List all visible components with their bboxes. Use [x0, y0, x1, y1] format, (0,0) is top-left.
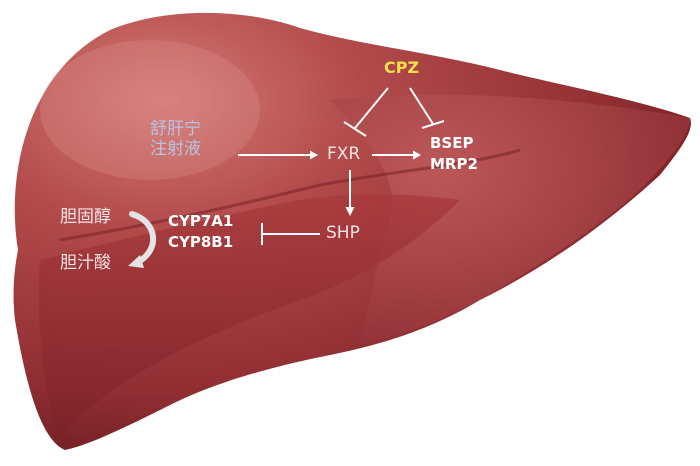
enzyme-labels: CYP7A1 CYP8B1 [168, 211, 233, 253]
product-label: 胆汁酸 [60, 253, 111, 273]
conversion-arrowhead [128, 255, 144, 268]
inhibit-cpz-fxr-bar [343, 121, 367, 137]
inhibit-cpz-bsep [409, 87, 434, 125]
drug-label: 舒肝宁 注射液 [150, 119, 201, 159]
arrowhead-fxr-bsep [413, 150, 421, 160]
fxr-label: FXR [327, 144, 361, 164]
drug-label-line1: 舒肝宁 [150, 119, 201, 139]
substrate-label: 胆固醇 [60, 207, 111, 227]
liver-fissure [59, 148, 521, 242]
cpz-label: CPZ [384, 58, 420, 77]
mrp2-label: MRP2 [430, 155, 478, 173]
arrowhead-drug-fxr [310, 150, 318, 160]
cyp8b1-label: CYP8B1 [168, 233, 234, 251]
inhibit-cpz-bsep-bar [421, 120, 445, 129]
conversion-arrow [129, 211, 157, 265]
inhibit-cpz-fxr [354, 87, 389, 129]
cyp7a1-label: CYP7A1 [168, 212, 234, 230]
shp-label: SHP [326, 223, 360, 243]
drug-label-line2: 注射液 [150, 139, 201, 159]
arrowhead-fxr-shp [345, 207, 355, 216]
transporter-labels: BSEP MRP2 [430, 133, 478, 175]
pathway-lines [238, 87, 445, 245]
liver-right-lobe [330, 94, 690, 345]
liver-highlight [40, 40, 260, 180]
bsep-label: BSEP [430, 134, 474, 152]
